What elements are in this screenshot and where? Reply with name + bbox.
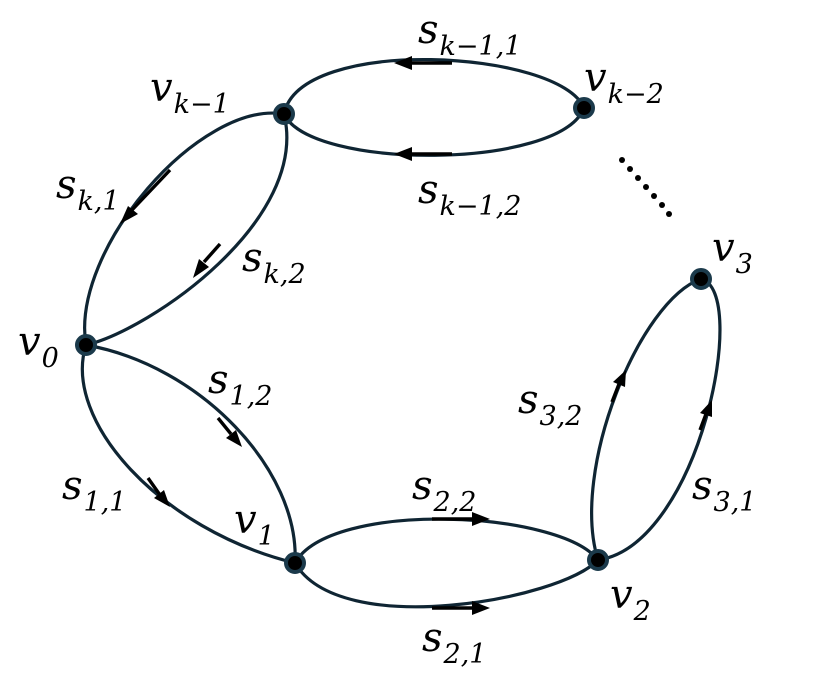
edge-s11 [80, 344, 296, 565]
edge-sk2 [85, 113, 289, 347]
node-v2 [587, 549, 609, 571]
edge-s32 [590, 277, 702, 561]
label-s21: s2,1 [422, 615, 487, 670]
arrow-skm11 [394, 56, 452, 70]
node-v3 [690, 268, 712, 290]
edge-s21 [293, 558, 600, 609]
label-v3: v3 [712, 225, 753, 280]
label-s31: s3,1 [692, 463, 757, 518]
label-v2: v2 [610, 572, 651, 627]
label-s12: s1,2 [208, 357, 273, 412]
node-vk1 [273, 103, 295, 125]
ellipsis-dots [619, 157, 672, 217]
label-sk1: sk,1 [56, 162, 120, 217]
arrow-skm12 [394, 147, 452, 161]
node-v1 [284, 552, 306, 574]
edge-s12 [85, 343, 297, 564]
label-s32: s3,2 [518, 377, 583, 432]
edge-skm11 [282, 57, 586, 115]
arrow-s11 [146, 477, 170, 507]
label-vk1: vk−1 [150, 65, 230, 120]
arrow-s12 [216, 416, 242, 447]
edge-s22 [293, 517, 600, 564]
arrow-sk1 [120, 168, 172, 224]
edge-skm12 [282, 107, 586, 157]
node-v0 [75, 334, 97, 356]
edge-sk1 [83, 111, 285, 346]
label-v0: v0 [18, 319, 59, 374]
arrow-s32 [610, 370, 626, 403]
arrow-s31 [698, 400, 712, 431]
node-vk2 [573, 97, 595, 119]
label-vk2: vk−2 [584, 55, 664, 110]
arrow-s22 [432, 512, 490, 526]
label-skm12: sk−1,2 [418, 167, 522, 222]
label-sk2: sk,2 [242, 235, 306, 290]
arrow-sk2 [193, 242, 222, 278]
label-skm11: sk−1,1 [418, 7, 522, 62]
label-v1: v1 [234, 497, 275, 552]
edge-s31 [597, 277, 722, 562]
label-s22: s2,2 [412, 463, 477, 518]
label-s11: s1,1 [62, 463, 127, 518]
arrow-s21 [432, 601, 490, 615]
